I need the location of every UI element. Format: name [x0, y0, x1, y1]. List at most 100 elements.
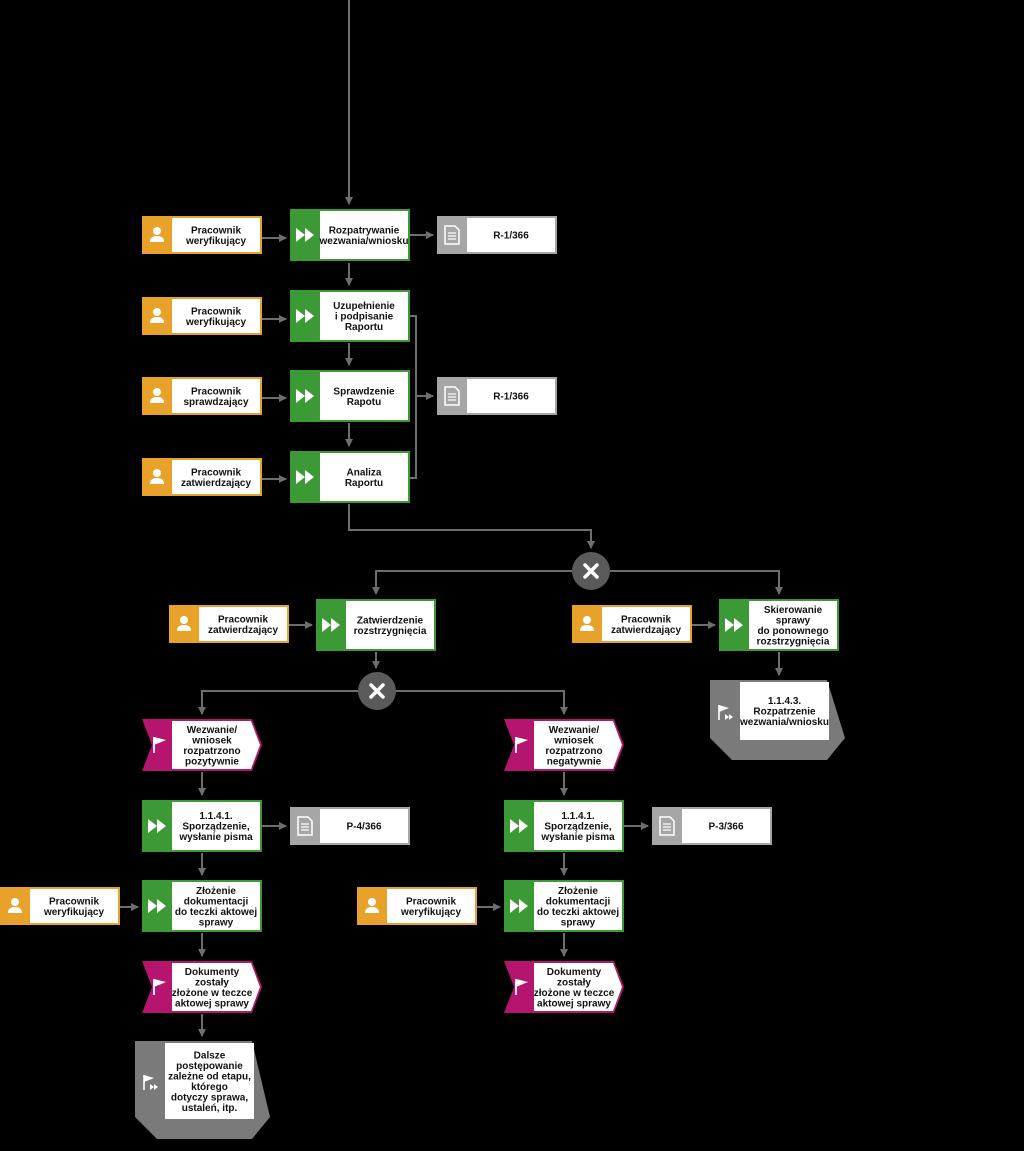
node-label-line: dokumentacji: [546, 896, 611, 907]
node-label-line: Wezwanie/: [187, 725, 238, 736]
node-label-line: sprawy: [199, 917, 234, 928]
node-label-line: Sporządzenie,: [544, 822, 611, 833]
person-icon: [150, 469, 164, 484]
task-body: [320, 453, 408, 501]
role-body: [172, 299, 260, 333]
task-body: [346, 601, 434, 649]
node-label-line: zostały: [195, 977, 229, 988]
node-label-line: Rapotu: [347, 397, 381, 408]
node-label-line: Złożenie: [558, 886, 598, 897]
node-label-line: Analiza: [346, 467, 381, 478]
node-label-line: rozpatrzono: [545, 746, 602, 757]
document-body: [467, 379, 555, 413]
node-label-line: rozpatrzono: [183, 746, 240, 757]
node-label-line: Rozpatrzenie: [753, 707, 816, 718]
node-task: 1.1.4.1.Sporządzenie,wysłanie pisma: [142, 800, 262, 852]
node-document: R-1/366: [437, 377, 557, 415]
node-label-line: Pracownik: [191, 306, 241, 317]
role-body: [199, 607, 287, 641]
document-icon: [659, 816, 675, 836]
task-body: [172, 882, 260, 930]
node-label-line: do teczki aktowej: [175, 907, 257, 918]
node-document: P-3/366: [652, 807, 772, 845]
flag-icon: [515, 979, 528, 995]
node-label-line: Pracownik: [218, 614, 268, 625]
node-task: 1.1.4.1.Sporządzenie,wysłanie pisma: [504, 800, 624, 852]
node-label-line: Zatwierdzenie: [357, 615, 424, 626]
close-icon: [369, 683, 385, 699]
fast-forward-icon: [148, 819, 166, 833]
task-body: [320, 372, 408, 420]
node-label-line: postępowanie: [176, 1061, 243, 1072]
node-label-line: i podpisanie: [335, 312, 394, 323]
task-body: [320, 211, 408, 259]
node-label-line: Pracownik: [49, 896, 99, 907]
node-label-line: wezwania/wniosku: [319, 236, 409, 247]
node-label-line: Pracownik: [191, 386, 241, 397]
process-interface-body: [165, 1043, 254, 1119]
node-label-line: dokumentacji: [184, 896, 249, 907]
node-label-line: wezwania/wniosku: [739, 717, 829, 728]
node-label-line: Rozpatrywanie: [329, 225, 400, 236]
event-body: [172, 721, 260, 769]
node-label-line: zostały: [557, 977, 591, 988]
node-label-line: Skierowanie: [764, 605, 823, 616]
node-label-line: wniosek: [553, 735, 594, 746]
node-label-line: 1.1.4.1.: [561, 811, 595, 822]
role-body: [172, 218, 260, 252]
node-label-line: Dokumenty: [547, 967, 602, 978]
connector-arrow: [610, 570, 783, 595]
person-icon: [150, 388, 164, 403]
person-icon: [150, 227, 164, 242]
node-label-line: do teczki aktowej: [537, 907, 619, 918]
node-label-line: sprawy: [776, 615, 811, 626]
connector-arrow: [372, 570, 572, 595]
person-icon: [177, 616, 191, 631]
node-label-line: negatywnie: [547, 756, 602, 767]
node-label-line: wysłanie pisma: [540, 832, 615, 843]
fast-forward-icon: [296, 389, 314, 403]
node-label-line: Dalsze: [194, 1050, 226, 1061]
fast-forward-icon: [725, 618, 743, 632]
person-icon: [8, 898, 22, 913]
document-body: [682, 809, 770, 843]
close-icon: [583, 563, 599, 579]
person-icon: [365, 898, 379, 913]
process-interface-body: [740, 682, 829, 740]
node-label-line: weryfikujący: [43, 907, 104, 918]
node-label-line: Pracownik: [191, 225, 241, 236]
node-label-line: weryfikujący: [185, 317, 246, 328]
node-label-line: dotyczy sprawa,: [171, 1092, 248, 1103]
node-label-line: Raportu: [345, 478, 383, 489]
document-body: [320, 809, 408, 843]
document-icon: [297, 816, 313, 836]
fast-forward-icon: [296, 470, 314, 484]
connector-arrow: [348, 504, 595, 549]
connectors: [120, 0, 783, 1037]
role-body: [602, 607, 690, 641]
connector-arrow: [410, 315, 417, 479]
node-label-line: zatwierdzający: [181, 478, 251, 489]
node-document: P-4/366: [290, 807, 410, 845]
node-label-line: Sprawdzenie: [333, 386, 395, 397]
node-label-line: wysłanie pisma: [178, 832, 253, 843]
node-label-line: zależne od etapu,: [168, 1071, 251, 1082]
node-label-line: P-4/366: [346, 822, 381, 833]
node-label-line: rozstrzygnięcia: [757, 636, 830, 647]
node-label-line: 1.1.4.1.: [199, 811, 233, 822]
node-label-line: Wezwanie/: [549, 725, 600, 736]
